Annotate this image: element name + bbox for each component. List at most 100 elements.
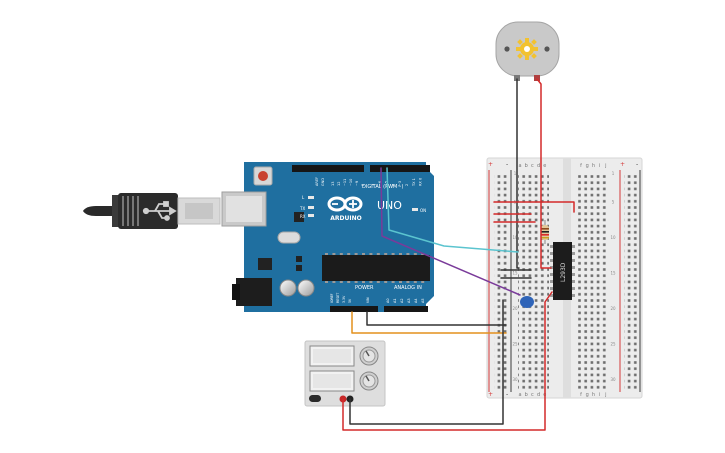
digital-pin-label: ~3	[398, 181, 402, 186]
aref-pin-label: AREF	[315, 177, 319, 186]
bb-row-number: 1	[612, 171, 615, 176]
wire-motor-black	[516, 78, 520, 269]
digital-pin-label: 12	[337, 182, 341, 186]
analog-pin-label: A4	[414, 298, 418, 303]
bb-col-label: i	[599, 163, 600, 169]
rail-minus-left-bottom: -	[506, 391, 508, 398]
analog-pin-label: A0	[386, 298, 390, 303]
power-label: POWER	[355, 285, 374, 291]
gnd-pin-label: GND	[321, 178, 325, 186]
bb-col-label: c	[531, 392, 534, 398]
analog-pin-label: A3	[407, 298, 411, 303]
ceramic-capacitor	[520, 296, 534, 308]
bb-row-number: 1	[514, 171, 517, 176]
digital-pin-label: ~11	[343, 179, 347, 186]
wire-motor-red	[536, 78, 552, 269]
bb-col-label: d	[537, 392, 540, 398]
arduino-logo-text: ARDUINO	[330, 215, 361, 222]
digital-pin-label: 13	[331, 182, 335, 186]
bb-col-label: d	[537, 163, 540, 169]
bb-row-number: 20	[610, 306, 616, 311]
vin-pin-label: VIN	[366, 297, 370, 303]
dc-barrel-jack	[236, 278, 272, 306]
bb-col-label: f	[580, 163, 582, 169]
motor-gear-icon	[516, 38, 538, 60]
arduino-logo	[327, 196, 363, 212]
bb-row-number: 10	[610, 235, 616, 240]
rail-plus-left-bottom: +	[488, 391, 493, 398]
digital-pin-label: 4	[391, 183, 395, 186]
power-switch[interactable]	[309, 395, 321, 402]
analog-label: ANALOG IN	[394, 285, 422, 291]
electrolytic-capacitors	[279, 279, 315, 297]
dc-motor	[495, 21, 560, 81]
digital-pin-label: ~10	[349, 179, 353, 186]
analog-pin-label: A2	[400, 298, 404, 303]
reset-button[interactable]	[253, 166, 273, 186]
wire-cyan-signal	[386, 167, 519, 253]
digital-pin-label: 2	[405, 184, 409, 186]
wire-purple-signal	[380, 167, 521, 296]
arduino-model-text: UNO	[377, 199, 402, 212]
power-analog-headers	[330, 306, 428, 312]
arduino-uno-board: ARDUINO UNO DIGITAL (PWM~) ANALOG IN POW…	[221, 162, 434, 312]
bb-col-label: c	[531, 163, 534, 169]
atmega-chip	[322, 253, 430, 283]
wires	[342, 78, 575, 431]
wire-ps-black	[349, 299, 504, 425]
bb-col-label: b	[525, 163, 528, 169]
bb-col-label: j	[604, 392, 606, 398]
reset-pin-label: RESET	[336, 293, 340, 303]
bb-row-number: 10	[512, 235, 518, 240]
l293d-driver-chip: L293D	[550, 242, 575, 300]
bb-col-label: j	[604, 163, 606, 169]
tx-led-label: TX	[299, 206, 305, 211]
wire-ps-red	[342, 291, 553, 431]
bb-col-label: h	[592, 163, 595, 169]
bb-row-number: 15	[512, 270, 518, 275]
rail-plus-right: +	[620, 161, 625, 168]
usb-cable	[83, 193, 221, 229]
5v-pin-label: 5V	[348, 298, 352, 303]
bb-col-label: g	[586, 392, 589, 398]
digital-pin-label: ~5	[385, 181, 389, 186]
power-supply-module	[304, 340, 386, 407]
digital-pin-label: 7	[371, 184, 375, 186]
ic-label: L293D	[560, 262, 567, 282]
crystal-oscillator	[277, 231, 301, 244]
3v3-pin-label: 3.3V	[342, 295, 346, 303]
bb-col-label: f	[580, 392, 582, 398]
wire-orange-5v	[351, 311, 507, 334]
bb-row-number: 5	[612, 199, 615, 204]
bb-row-number: 15	[610, 270, 616, 275]
rail-plus-left: +	[488, 161, 493, 168]
bb-row-number: 25	[512, 341, 518, 346]
bb-col-label: a	[518, 163, 521, 169]
digital-pin-label: 8	[361, 184, 365, 186]
bb-row-number: 25	[610, 341, 616, 346]
bb-row-number: 30	[610, 377, 616, 382]
bb-col-label: e	[543, 163, 546, 169]
rx-led-label: RX	[300, 214, 306, 219]
usb-symbol-icon	[142, 201, 177, 221]
bb-col-label: h	[592, 392, 595, 398]
on-led-label: ON	[420, 208, 426, 213]
l-led-label: L	[302, 195, 305, 200]
analog-pin-label: A1	[393, 298, 397, 303]
digital-pin-header	[292, 165, 430, 172]
voltage-knob[interactable]	[359, 346, 379, 366]
rail-minus-left: -	[506, 161, 508, 168]
bb-col-label: b	[525, 392, 528, 398]
bb-col-label: a	[518, 392, 521, 398]
digital-pin-label: RX 0	[419, 178, 423, 186]
wire-black-gnd	[366, 311, 507, 326]
digital-label: DIGITAL (PWM~)	[362, 184, 404, 190]
current-knob[interactable]	[359, 371, 379, 391]
bb-row-number: 20	[512, 306, 518, 311]
rail-minus-right: -	[636, 161, 638, 168]
bb-row-number: 30	[512, 377, 518, 382]
wire-rail-red-1	[493, 201, 575, 213]
resistor	[541, 220, 549, 244]
digital-pin-label: TX 1	[412, 178, 416, 187]
